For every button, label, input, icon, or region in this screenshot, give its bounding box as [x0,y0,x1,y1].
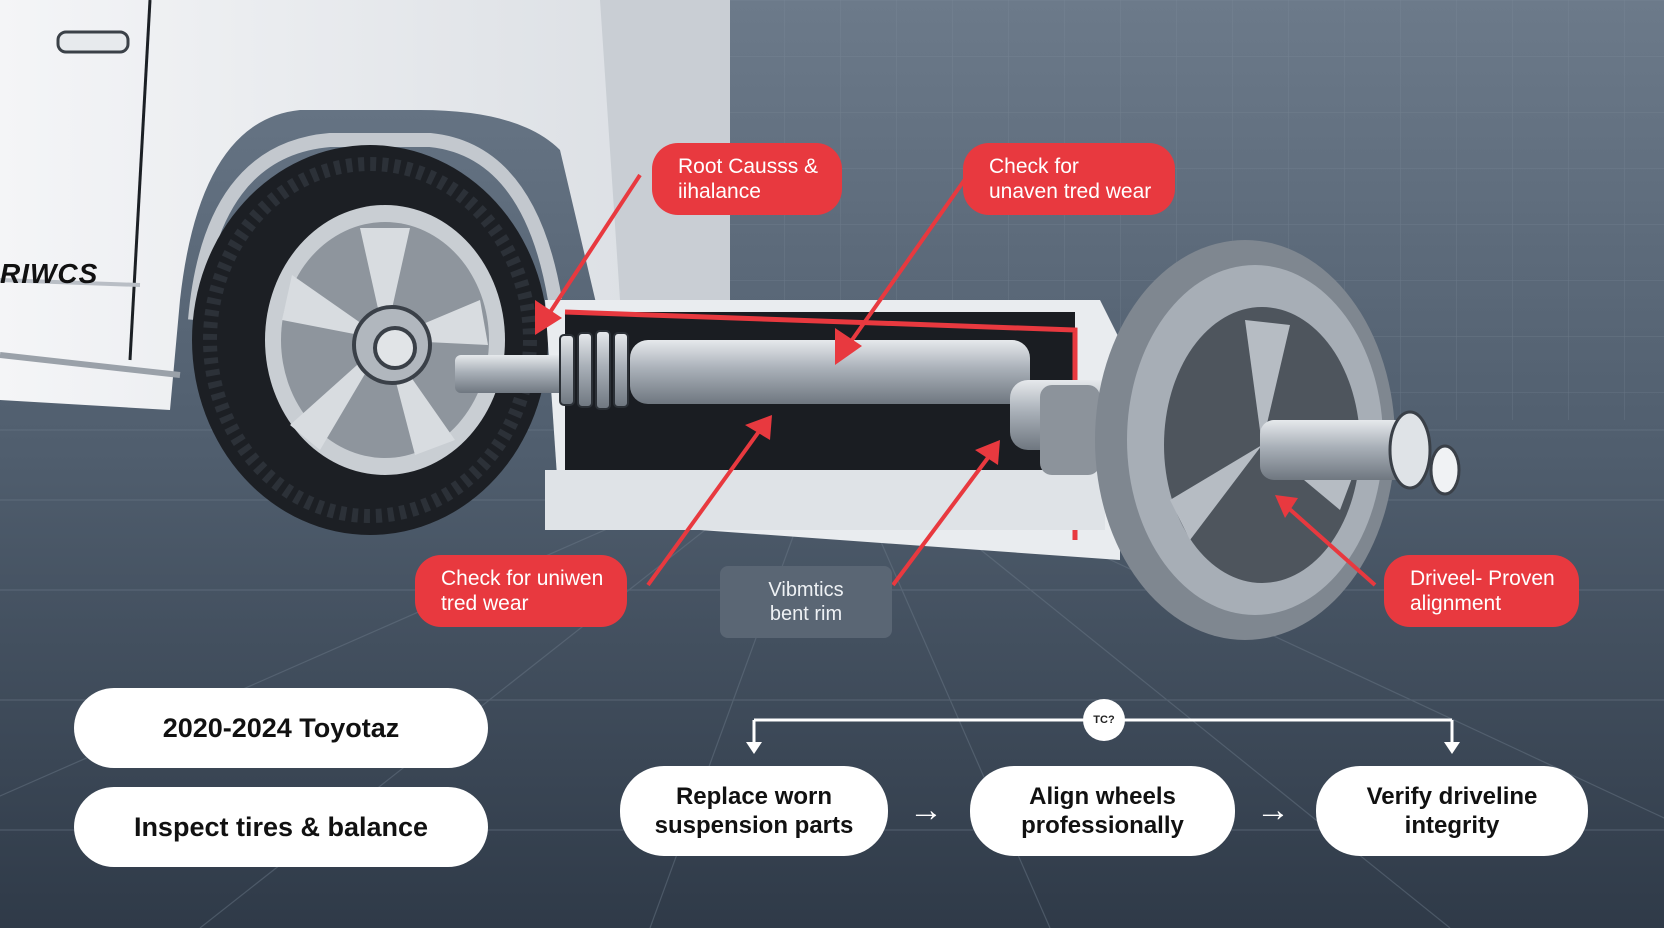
callout-check-tread-top: Check for unaven tred wear [963,143,1176,215]
callout-root-causes: Root Causss & iihalance [652,143,843,215]
rear-brake-disc [1095,240,1461,640]
callout-root-causes-line2: iihalance [678,180,761,203]
step-replace-line2: suspension parts [654,812,854,839]
callout-check-tread-left: Check for uniwen tred wear [415,555,628,627]
step-align-line2: professionally [1021,812,1184,839]
flow-arrow-1: → [909,791,943,829]
step-verify-line2: integrity [1404,812,1500,839]
pill-model-years-text: 2020-2024 Toyotaz [162,712,400,743]
flow-node: TC? [1083,699,1125,741]
step-align-wheels: Align wheels professionally [970,766,1235,856]
step-align-line1: Align wheels [1029,783,1176,810]
tag-vibration-line1: Vibmtics [768,579,844,601]
callout-leaders [543,173,1377,587]
tag-vibration-line2: bent rim [769,603,843,625]
callout-check-tread-left-line1: Check for uniwen [441,567,604,590]
callout-driveline-alignment: Driveel- Proven alignment [1384,555,1579,627]
callout-check-tread-top-line2: unaven tred wear [989,180,1152,203]
callout-arrowheads [535,300,1298,518]
flow-arrow-2: → [1256,791,1290,829]
tag-vibration-bent-rim: Vibmtics bent rim [720,566,892,638]
step-replace-line1: Replace worn [675,783,833,810]
callout-check-tread-left-line2: tred wear [441,592,529,615]
truck-side-lettering: RIWCS [0,258,99,289]
callout-driveline-line1: Driveel- Proven [1410,567,1555,590]
callout-check-tread-top-line1: Check for [989,155,1079,178]
pill-inspect-tires: Inspect tires & balance [74,787,488,867]
truck-body [0,0,730,410]
flow-connector-arrows [746,742,1460,754]
step-verify-driveline: Verify driveline integrity [1316,766,1588,856]
front-wheel [192,145,548,535]
pill-inspect-tires-text: Inspect tires & balance [133,811,429,842]
callout-driveline-line2: alignment [1410,592,1502,615]
step-replace-suspension: Replace worn suspension parts [620,766,888,856]
pill-model-years: 2020-2024 Toyotaz [74,688,488,768]
step-verify-line1: Verify driveline [1366,783,1538,810]
callout-root-causes-line1: Root Causss & [678,155,819,178]
